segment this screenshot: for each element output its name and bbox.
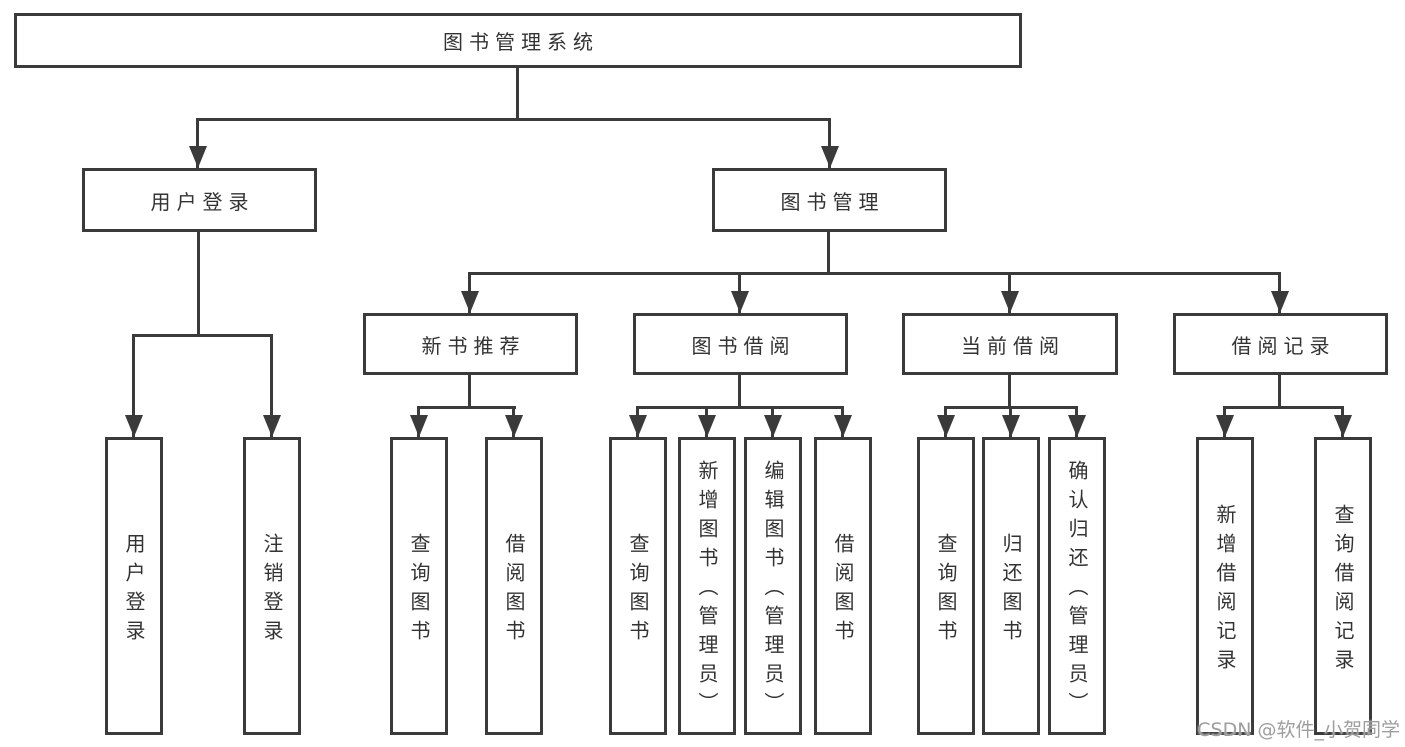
- node-book-borrow-label: 图书借阅: [691, 333, 796, 358]
- node-edit-books-admin-label: 编辑图书（管理员）: [761, 460, 785, 721]
- node-current-borrow-label: 当前借阅: [961, 333, 1065, 358]
- node-book-management-label: 图书管理: [780, 189, 885, 214]
- node-borrow-books-recommend-label: 借阅图书: [502, 532, 526, 649]
- connector-line: [1223, 406, 1344, 409]
- connector-line: [636, 406, 844, 409]
- node-query-borrow-record: 查询借阅记录: [1314, 437, 1372, 735]
- node-book-borrow: 图书借阅: [633, 313, 848, 375]
- node-user-login-label: 用户登录: [150, 189, 255, 214]
- node-add-borrow-record-label: 新增借阅记录: [1213, 503, 1237, 678]
- connector-line: [516, 68, 519, 118]
- connector-arrow-down: [1009, 406, 1012, 437]
- connector-arrow-down: [1008, 272, 1011, 313]
- connector-line: [132, 334, 273, 337]
- node-user-login-leaf-label: 用户登录: [122, 532, 146, 649]
- connector-line: [468, 375, 471, 406]
- connector-line: [827, 232, 830, 272]
- node-confirm-return-admin: 确认归还（管理员）: [1048, 437, 1106, 735]
- connector-arrow-down: [771, 406, 774, 437]
- node-return-books: 归还图书: [982, 437, 1040, 735]
- node-borrow-record-label: 借阅记录: [1231, 333, 1336, 358]
- connector-arrow-down: [705, 406, 708, 437]
- node-user-login-leaf: 用户登录: [105, 437, 163, 735]
- connector-arrow-down: [1341, 406, 1344, 437]
- node-borrow-books-leaf-label: 借阅图书: [831, 532, 855, 649]
- node-query-books-current-label: 查询图书: [934, 532, 958, 649]
- connector-arrow-down: [944, 406, 947, 437]
- node-confirm-return-admin-label: 确认归还（管理员）: [1065, 460, 1089, 721]
- node-query-borrow-record-label: 查询借阅记录: [1331, 503, 1355, 678]
- connector-line: [197, 232, 200, 334]
- node-query-books-recommend: 查询图书: [390, 437, 448, 735]
- connector-arrow-down: [841, 406, 844, 437]
- connector-line: [468, 272, 1281, 275]
- node-user-login: 用户登录: [82, 168, 317, 232]
- node-logout-leaf: 注销登录: [243, 437, 301, 735]
- node-book-management: 图书管理: [712, 168, 947, 232]
- node-query-books-recommend-label: 查询图书: [407, 532, 431, 649]
- connector-arrow-down: [828, 118, 831, 168]
- node-query-books-borrow: 查询图书: [609, 437, 667, 735]
- node-borrow-books-recommend: 借阅图书: [485, 437, 543, 735]
- node-library-system-label: 图书管理系统: [443, 30, 599, 54]
- connector-line: [738, 375, 741, 406]
- connector-arrow-down: [132, 334, 135, 437]
- connector-line: [417, 406, 516, 409]
- node-new-book-recommend-label: 新书推荐: [421, 333, 526, 358]
- node-return-books-label: 归还图书: [999, 532, 1023, 649]
- connector-arrow-down: [417, 406, 420, 437]
- node-query-books-current: 查询图书: [917, 437, 975, 735]
- node-add-borrow-record: 新增借阅记录: [1196, 437, 1254, 735]
- node-borrow-books-leaf: 借阅图书: [814, 437, 872, 735]
- node-logout-leaf-label: 注销登录: [260, 532, 284, 649]
- node-borrow-record: 借阅记录: [1173, 313, 1388, 375]
- connector-arrow-down: [636, 406, 639, 437]
- connector-arrow-down: [512, 406, 515, 437]
- connector-line: [1278, 375, 1281, 406]
- connector-arrow-down: [1075, 406, 1078, 437]
- connector-line: [1008, 375, 1011, 406]
- node-current-borrow: 当前借阅: [902, 313, 1118, 375]
- connector-arrow-down: [196, 118, 199, 168]
- node-edit-books-admin: 编辑图书（管理员）: [744, 437, 802, 735]
- node-query-books-borrow-label: 查询图书: [626, 532, 650, 649]
- connector-arrow-down: [270, 334, 273, 437]
- connector-arrow-down: [468, 272, 471, 313]
- node-new-book-recommend: 新书推荐: [363, 313, 578, 375]
- csdn-watermark: CSDN @软件_小贺同学: [1197, 719, 1400, 741]
- connector-arrow-down: [1223, 406, 1226, 437]
- node-add-books-admin: 新增图书（管理员）: [678, 437, 736, 735]
- node-library-system: 图书管理系统: [14, 13, 1022, 68]
- node-add-books-admin-label: 新增图书（管理员）: [695, 460, 719, 721]
- connector-arrow-down: [738, 272, 741, 313]
- connector-arrow-down: [1278, 272, 1281, 313]
- connector-line: [197, 118, 831, 121]
